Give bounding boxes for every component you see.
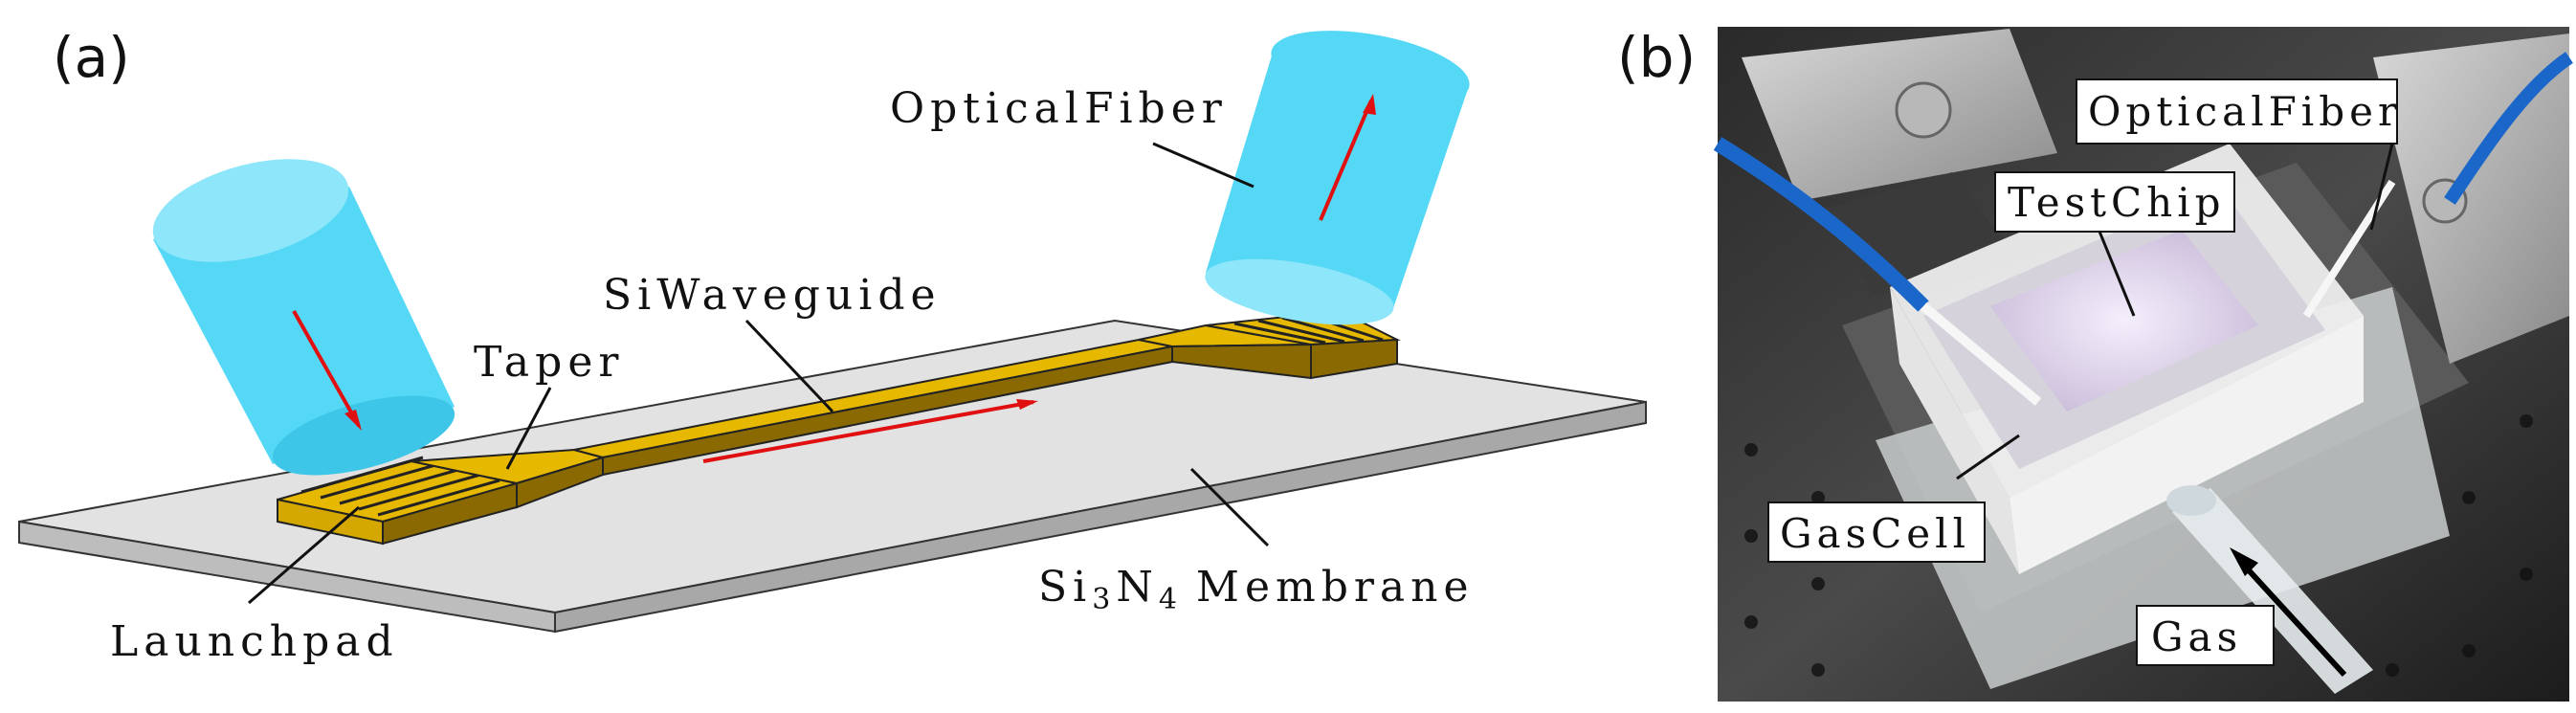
svg-text:Gas: Gas	[2151, 613, 2242, 660]
membrane	[18, 319, 1647, 634]
panel-a: (a)	[18, 25, 1647, 666]
panel-a-label: (a)	[53, 25, 130, 90]
label-box-optical-fiber-b: OpticalFiber	[2076, 78, 2402, 145]
svg-text:GasCell: GasCell	[1780, 510, 1970, 557]
label-box-gas-cell: GasCell	[1767, 501, 1986, 563]
svg-text:OpticalFiber: OpticalFiber	[2088, 88, 2402, 135]
label-launchpad: Launchpad	[110, 617, 399, 666]
leader-lines-b	[1956, 143, 2394, 480]
waveguide-structure	[277, 309, 1401, 546]
gas-flow-arrow	[2236, 557, 2347, 678]
label-box-test-chip: TestChip	[1994, 171, 2235, 233]
svg-text:TestChip: TestChip	[2008, 179, 2226, 226]
label-si-waveguide: SiWaveguide	[603, 271, 942, 320]
panel-b: (b)	[1617, 25, 2573, 702]
label-taper: Taper	[474, 338, 624, 387]
input-fiber	[152, 159, 455, 476]
label-box-gas: Gas	[2136, 605, 2275, 666]
label-optical-fiber-a: OpticalFiber	[890, 84, 1228, 133]
leader-lines-a	[248, 142, 1270, 605]
panel-b-label: (b)	[1617, 25, 1696, 90]
propagation-arrow	[702, 400, 1034, 463]
output-fiber	[1205, 31, 1470, 325]
